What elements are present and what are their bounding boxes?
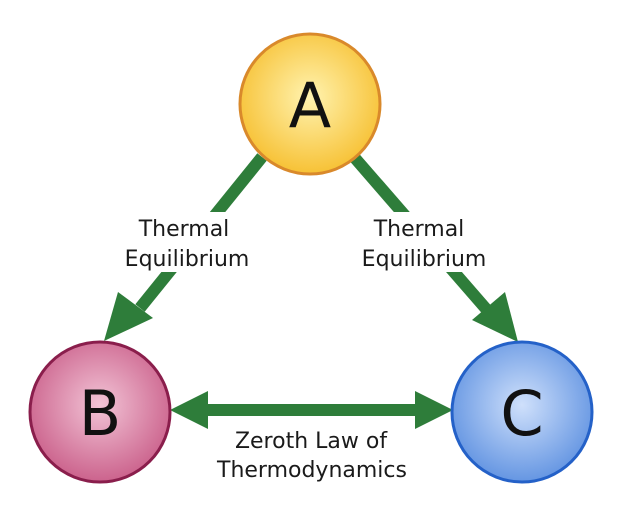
edge-label-a-b-line2: Equilibrium xyxy=(125,247,250,272)
node-a-circle xyxy=(238,32,382,176)
arrow-b-c-bidirectional xyxy=(170,391,453,429)
edge-label-b-c-line1: Zeroth Law of xyxy=(235,429,388,454)
edge-label-a-b-line1: Thermal xyxy=(138,217,230,242)
node-c-circle xyxy=(450,340,594,484)
edge-label-bg-a-c xyxy=(348,212,494,272)
edge-label-b-c-line2: Thermodynamics xyxy=(216,458,407,483)
node-b: B xyxy=(28,340,172,484)
node-b-circle xyxy=(28,340,172,484)
edge-label-a-c-line2: Equilibrium xyxy=(362,247,487,272)
node-c: C xyxy=(450,340,594,484)
node-a: A xyxy=(238,32,382,176)
node-c-label: C xyxy=(500,377,543,450)
node-a-label: A xyxy=(289,69,331,142)
edge-label-a-c-line1: Thermal xyxy=(373,217,465,242)
node-b-label: B xyxy=(79,377,122,450)
edge-label-bg-a-b xyxy=(120,212,244,272)
